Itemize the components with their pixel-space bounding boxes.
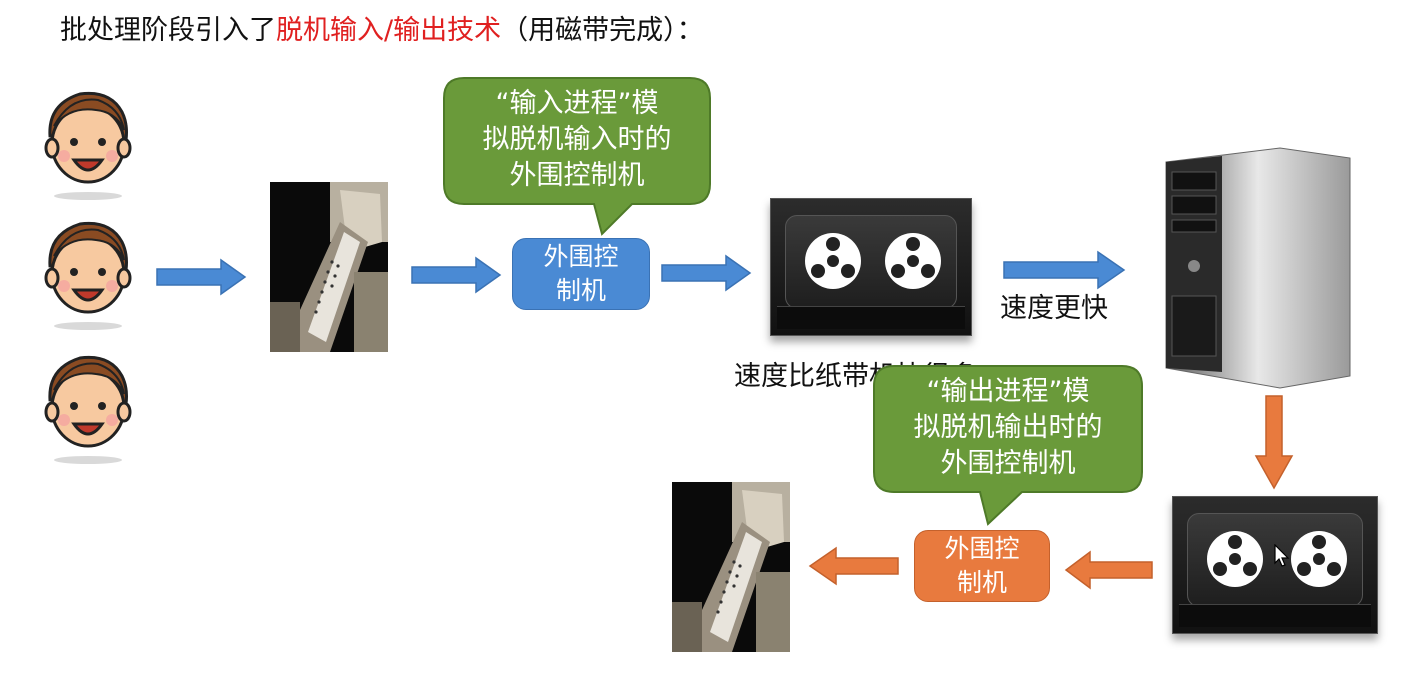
paper-tape-reader-photo (270, 182, 388, 352)
bubble-input-line1: “输入进程”模 (495, 88, 659, 119)
title-part2: （用磁带完成）： (501, 15, 704, 46)
arrow-right-icon (1003, 250, 1126, 290)
tape-reel-left-icon (1207, 531, 1263, 587)
user-face-icon (44, 221, 132, 330)
magnetic-tape-icon (1172, 496, 1378, 634)
desktop-tower-computer-icon (1165, 147, 1351, 389)
tape-reel-right-icon (1291, 531, 1347, 587)
box-output-line1: 外围控 (944, 534, 1020, 563)
arrow-right-icon (661, 254, 752, 292)
bubble-output-line3: 外围控制机 (940, 448, 1076, 479)
box-input-line1: 外围控 (543, 242, 619, 271)
user-face-icon (44, 355, 132, 464)
faster-label: 速度更快 (1000, 293, 1108, 324)
mouse-cursor-icon (1274, 544, 1290, 567)
arrow-right-icon (411, 256, 502, 294)
peripheral-controller-output: 外围控 制机 (914, 530, 1050, 602)
speech-bubble-output-process: “输出进程”模 拟脱机输出时的 外围控制机 (872, 364, 1144, 526)
box-output-line2: 制机 (956, 568, 1007, 597)
paper-tape-printer-photo (672, 482, 790, 652)
tape-reel-left-icon (805, 233, 861, 289)
bubble-input-line2: 拟脱机输入时的 (482, 124, 672, 155)
bubble-input-line3: 外围控制机 (509, 160, 645, 191)
arrow-left-icon (1064, 550, 1153, 590)
title-highlight: 脱机输入/输出技术 (276, 15, 502, 46)
peripheral-controller-input: 外围控 制机 (512, 238, 650, 310)
title-part1: 批处理阶段引入了 (60, 15, 276, 46)
bubble-output-line1: “输出进程”模 (926, 376, 1090, 407)
tape-reel-right-icon (885, 233, 941, 289)
box-input-line2: 制机 (555, 276, 606, 305)
arrow-right-icon (156, 258, 247, 296)
speech-bubble-input-process: “输入进程”模 拟脱机输入时的 外围控制机 (442, 76, 712, 236)
slide-title: 批处理阶段引入了脱机输入/输出技术（用磁带完成）： (60, 8, 704, 47)
arrow-down-icon (1254, 395, 1294, 490)
bubble-output-line2: 拟脱机输出时的 (913, 412, 1103, 443)
arrow-left-icon (808, 546, 899, 586)
user-face-icon (44, 91, 132, 200)
magnetic-tape-icon (770, 198, 972, 336)
